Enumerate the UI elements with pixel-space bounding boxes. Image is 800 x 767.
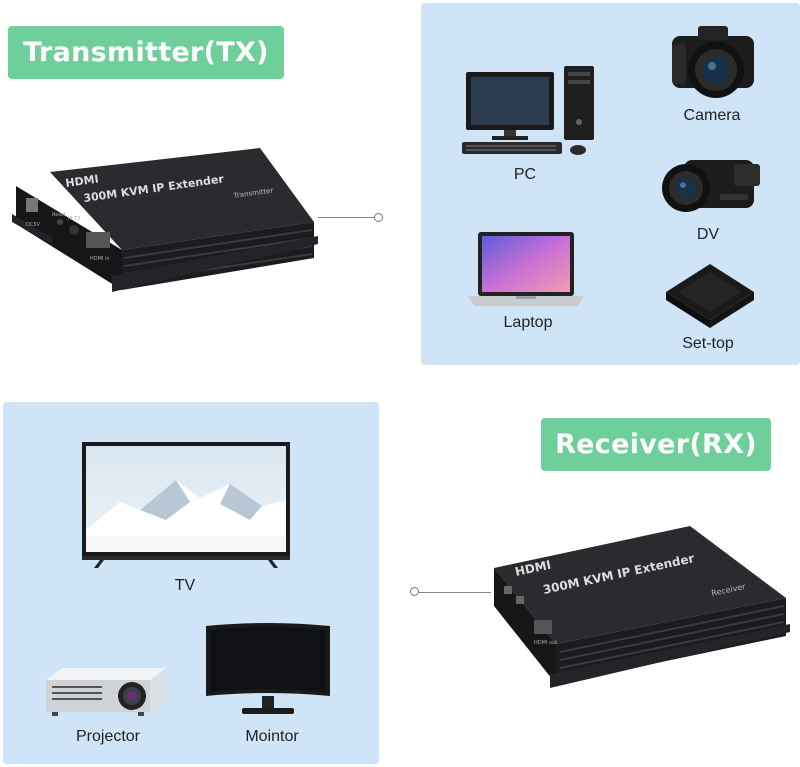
receiver-label: Receiver(RX) xyxy=(541,418,771,471)
projector-icon xyxy=(46,668,166,716)
tx-port-label-dc: DC5V xyxy=(26,222,41,228)
monitor-icon xyxy=(206,623,330,714)
tx-port-label-ir: IR-TX xyxy=(68,216,81,222)
rx-connector-line xyxy=(419,592,491,593)
display-label-projector: Projector xyxy=(75,728,141,745)
camcorder-icon xyxy=(662,160,760,212)
tv-icon xyxy=(82,442,290,568)
tx-port-label-reset: Reset xyxy=(52,212,66,218)
tx-connector-dot xyxy=(374,213,383,222)
source-label-set-top: Set-top xyxy=(682,335,734,352)
source-label-pc: PC xyxy=(513,166,537,183)
transmitter-label: Transmitter(TX) xyxy=(8,26,284,79)
pc-icon xyxy=(462,66,594,155)
rx-port-label-hdmi: HDMI out xyxy=(534,640,557,646)
tx-port-label-hdmi: HDMI in xyxy=(90,256,110,262)
source-label-laptop: Laptop xyxy=(503,314,553,331)
display-label-monitor: Mointor xyxy=(245,728,299,745)
display-label-tv: TV xyxy=(174,577,196,594)
rx-connector-dot xyxy=(410,587,419,596)
laptop-icon xyxy=(468,232,584,306)
transmitter-device: HDMI 300M KVM IP Extender Transmitter DC… xyxy=(12,148,318,292)
tx-connector-line xyxy=(318,217,376,218)
camera-icon xyxy=(672,26,754,98)
set-top-box-icon xyxy=(666,264,754,328)
tx-brand-logo: HDMI xyxy=(65,172,100,190)
source-label-dv: DV xyxy=(696,226,720,243)
source-label-camera: Camera xyxy=(683,107,741,124)
receiver-device: HDMI 300M KVM IP Extender Receiver HDMI … xyxy=(494,526,790,688)
